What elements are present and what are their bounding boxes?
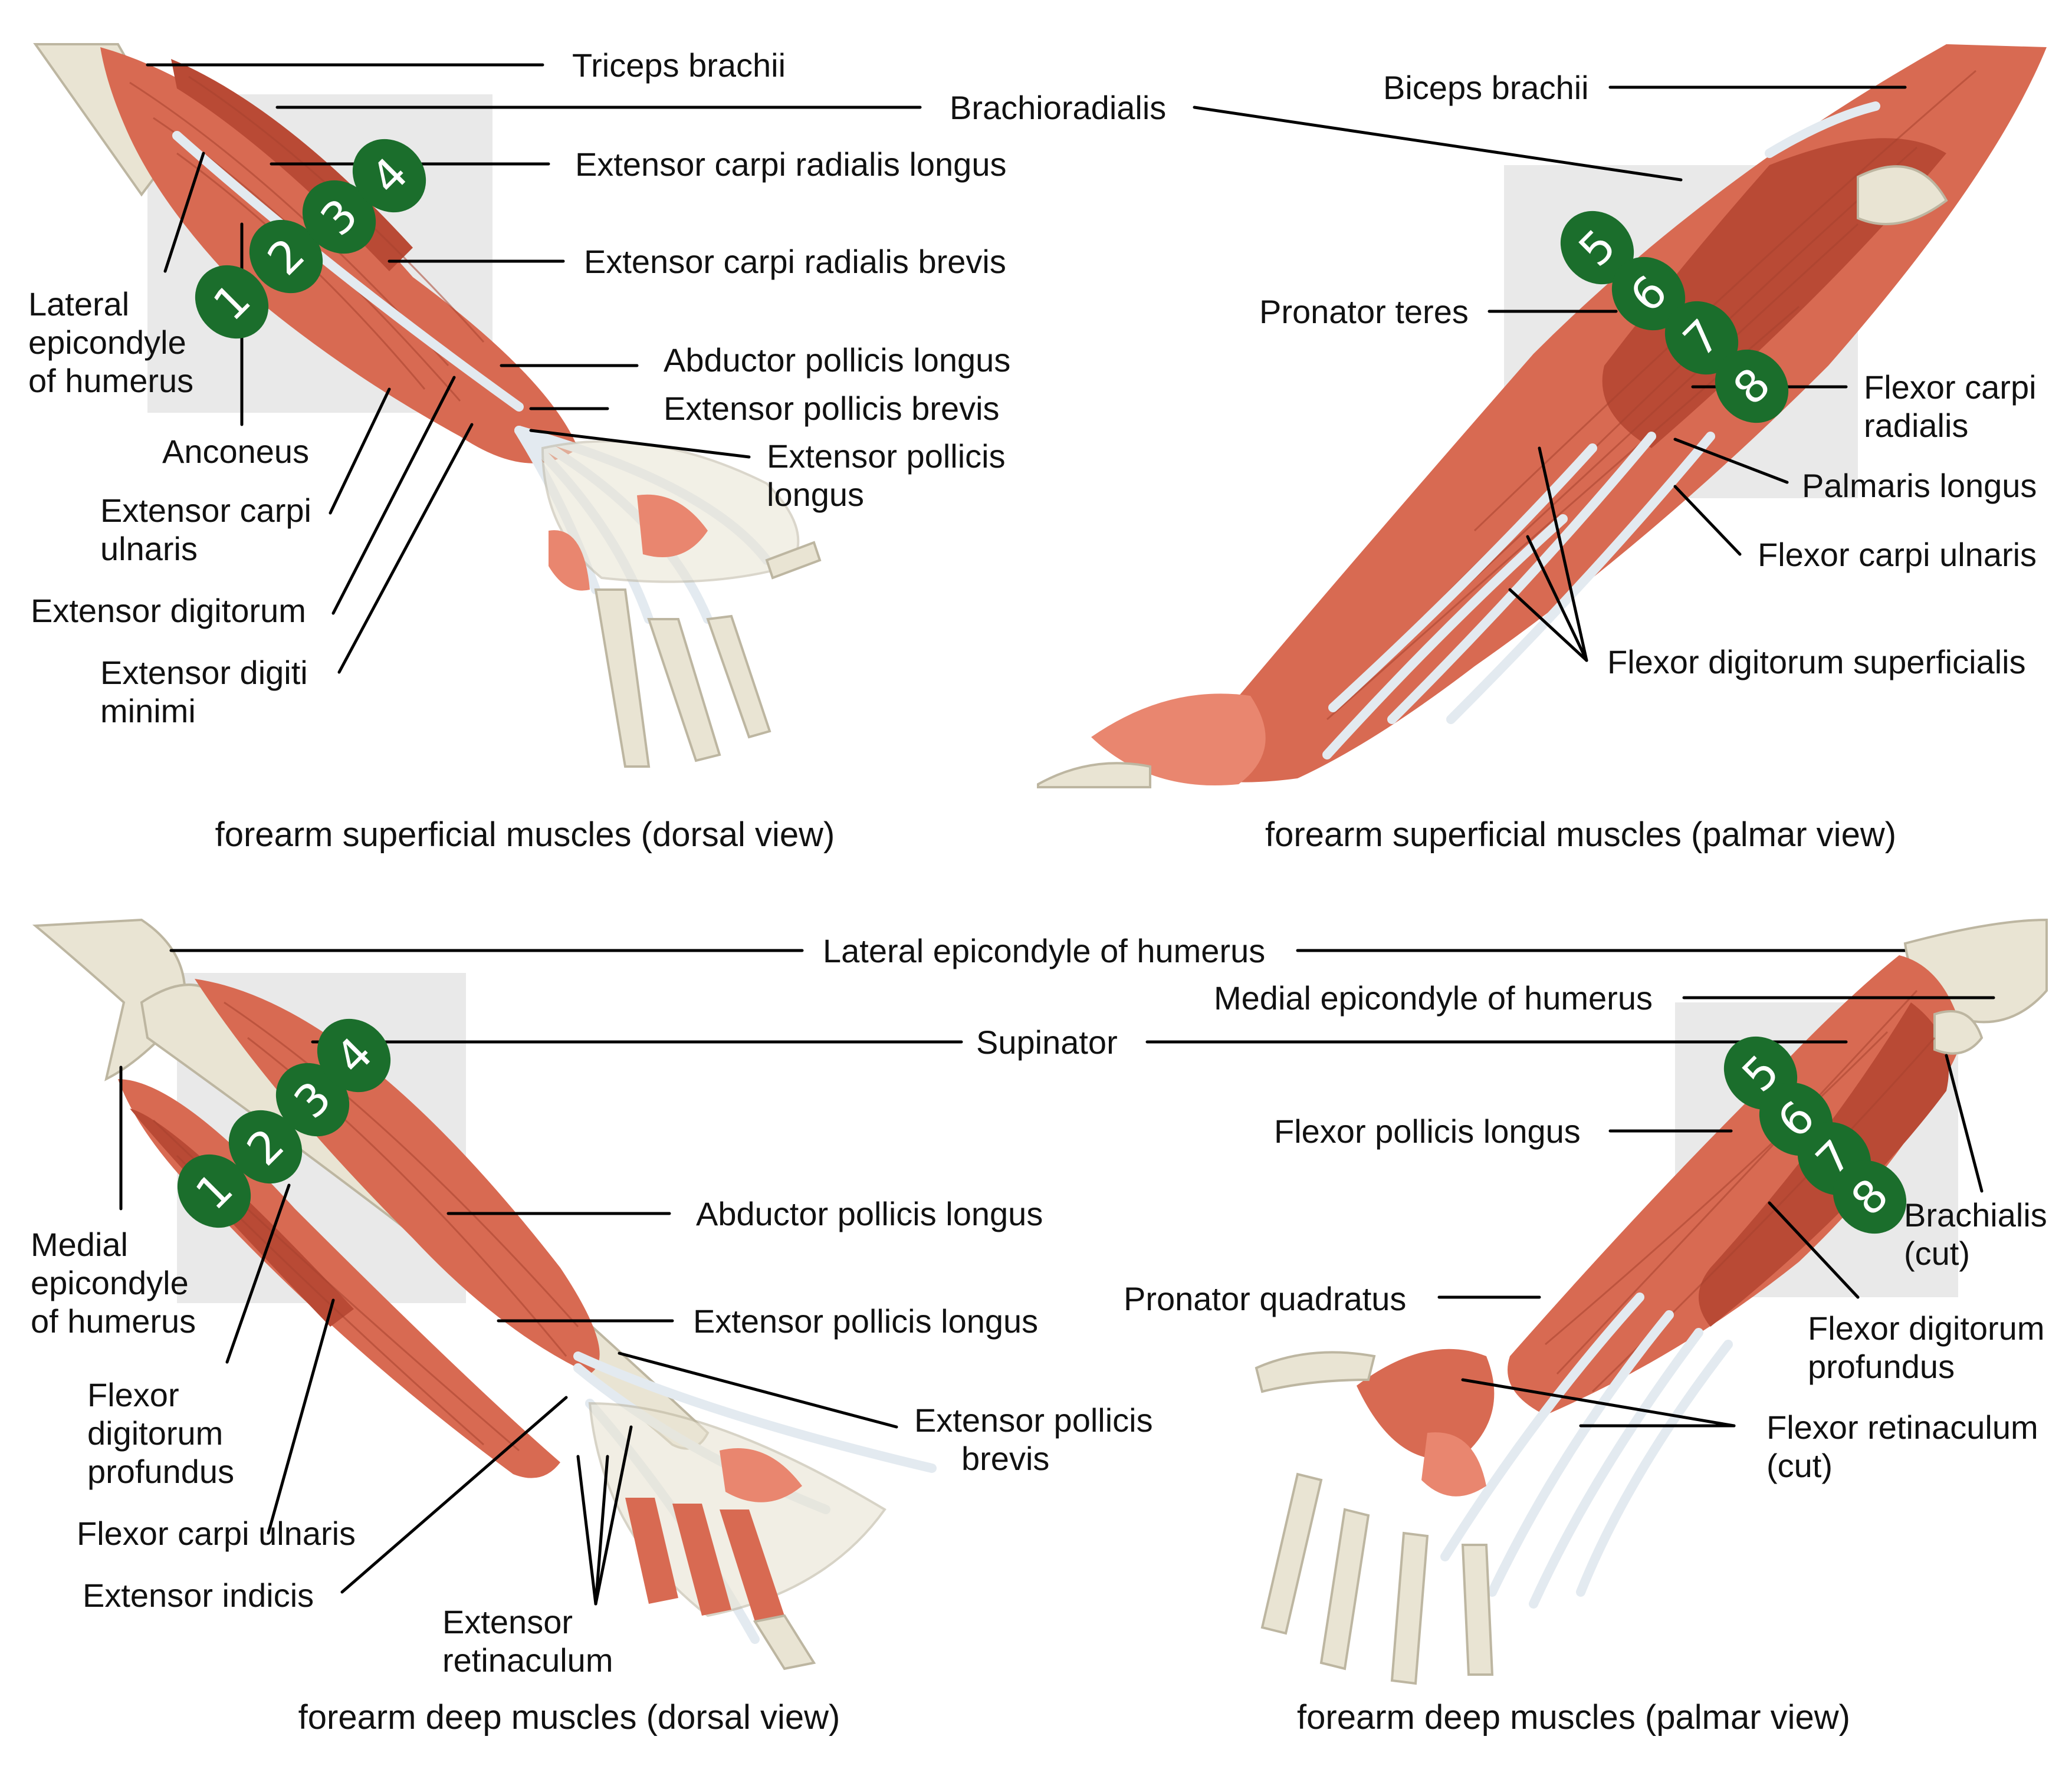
label-medial-epicondyle-of-humerus: Medial epicondyle of humerus (1214, 979, 1653, 1017)
label-extensor-digiti-minimi-1: Extensor digiti (100, 654, 308, 691)
label-flexor-digitorum-profundus-3: profundus (87, 1453, 234, 1490)
label-extensor-carpi-radialis-brevis: Extensor carpi radialis brevis (584, 243, 1006, 280)
label-flexor-digitorum-profundus-2: profundus (1808, 1348, 1955, 1385)
label-palmaris-longus: Palmaris longus (1802, 467, 2037, 504)
caption-superficial-dorsal: forearm superficial muscles (dorsal view… (215, 815, 835, 854)
label-lateral-epicondyle-of-humerus: Lateral epicondyle of humerus (823, 932, 1265, 969)
number-badge-2: 2 (228, 1110, 303, 1184)
caption-deep-palmar: forearm deep muscles (palmar view) (1297, 1698, 1850, 1737)
label-extensor-pollicis-brevis-2: brevis (961, 1440, 1049, 1477)
label-flexor-carpi-radialis-1: Flexor carpi (1864, 369, 2037, 406)
label-medial-epicondyle-1: Medial (31, 1226, 128, 1263)
caption-deep-dorsal: forearm deep muscles (dorsal view) (298, 1698, 840, 1737)
number-badge-7: 7 (1664, 301, 1739, 375)
label-flexor-retinaculum-cut-1: Flexor retinaculum (1766, 1409, 2038, 1446)
label-extensor-carpi-ulnaris-1: Extensor carpi (100, 492, 311, 529)
number-badge-1: 1 (177, 1154, 251, 1228)
number-badge-5: 5 (1560, 211, 1634, 285)
label-extensor-indicis: Extensor indicis (83, 1577, 314, 1614)
panel-deep-dorsal: Lateral epicondyle of humerus Supinator … (31, 918, 1925, 1737)
number-badge-3: 3 (302, 180, 376, 254)
label-anconeus: Anconeus (162, 433, 309, 470)
number-badge-6: 6 (1611, 256, 1686, 331)
label-extensor-carpi-radialis-longus: Extensor carpi radialis longus (575, 146, 1006, 183)
label-flexor-digitorum-profundus-1: Flexor digitorum (1808, 1310, 2044, 1347)
label-pronator-teres: Pronator teres (1259, 293, 1469, 330)
number-badge-1: 1 (195, 265, 269, 339)
number-badge-4: 4 (352, 139, 426, 213)
label-flexor-retinaculum-cut-2: (cut) (1766, 1447, 1833, 1484)
label-flexor-digitorum-superficialis: Flexor digitorum superficialis (1607, 643, 2026, 680)
label-flexor-digitorum-profundus-2: digitorum (87, 1415, 223, 1452)
number-badge-8: 8 (1833, 1160, 1907, 1234)
label-lateral-epicondyle-3: of humerus (28, 362, 193, 399)
label-flexor-carpi-ulnaris: Flexor carpi ulnaris (1758, 536, 2037, 573)
label-brachialis-cut-2: (cut) (1904, 1235, 1970, 1272)
forearm-illustration (32, 918, 937, 1670)
label-flexor-carpi-radialis-2: radialis (1864, 407, 1968, 444)
panel-superficial-palmar: Biceps brachii Pronator teres Flexor car… (1037, 44, 2047, 854)
label-brachioradialis: Brachioradialis (950, 89, 1166, 126)
label-extensor-retinaculum-2: retinaculum (442, 1642, 613, 1679)
label-medial-epicondyle-3: of humerus (31, 1303, 196, 1340)
label-lateral-epicondyle-2: epicondyle (28, 324, 186, 361)
label-extensor-digitorum: Extensor digitorum (31, 592, 306, 629)
label-abductor-pollicis-longus: Abductor pollicis longus (696, 1195, 1043, 1232)
label-extensor-digiti-minimi-2: minimi (100, 692, 196, 729)
label-extensor-pollicis-brevis: Extensor pollicis brevis (664, 390, 1000, 427)
label-brachialis-cut-1: Brachialis (1904, 1196, 2047, 1234)
label-abductor-pollicis-longus: Abductor pollicis longus (664, 341, 1010, 379)
caption-superficial-palmar: forearm superficial muscles (palmar view… (1265, 815, 1896, 854)
panel-deep-palmar: Medial epicondyle of humerus Flexor poll… (1124, 918, 2048, 1737)
number-badge-8: 8 (1715, 349, 1789, 423)
label-extensor-carpi-ulnaris-2: ulnaris (100, 530, 198, 567)
forearm-illustration (33, 43, 822, 768)
label-biceps-brachii: Biceps brachii (1383, 69, 1589, 106)
label-extensor-retinaculum-1: Extensor (442, 1603, 573, 1640)
label-extensor-pollicis-brevis-1: Extensor pollicis (914, 1402, 1153, 1439)
label-pronator-quadratus: Pronator quadratus (1124, 1280, 1406, 1317)
label-supinator: Supinator (976, 1024, 1118, 1061)
label-extensor-pollicis-longus-1: Extensor pollicis (767, 438, 1006, 475)
label-medial-epicondyle-2: epicondyle (31, 1264, 189, 1301)
panel-superficial-dorsal: Triceps brachii Brachioradialis Extensor… (28, 43, 1166, 854)
label-triceps-brachii: Triceps brachii (572, 47, 786, 84)
label-lateral-epicondyle-1: Lateral (28, 285, 129, 323)
label-flexor-carpi-ulnaris: Flexor carpi ulnaris (77, 1515, 356, 1552)
label-extensor-pollicis-longus-2: longus (767, 476, 864, 513)
number-badge-4: 4 (317, 1018, 391, 1093)
number-badge-2: 2 (249, 219, 323, 294)
forearm-illustration (1037, 44, 2047, 788)
label-flexor-pollicis-longus: Flexor pollicis longus (1274, 1113, 1581, 1150)
label-flexor-digitorum-profundus-1: Flexor (87, 1376, 179, 1413)
label-extensor-pollicis-longus: Extensor pollicis longus (693, 1303, 1038, 1340)
